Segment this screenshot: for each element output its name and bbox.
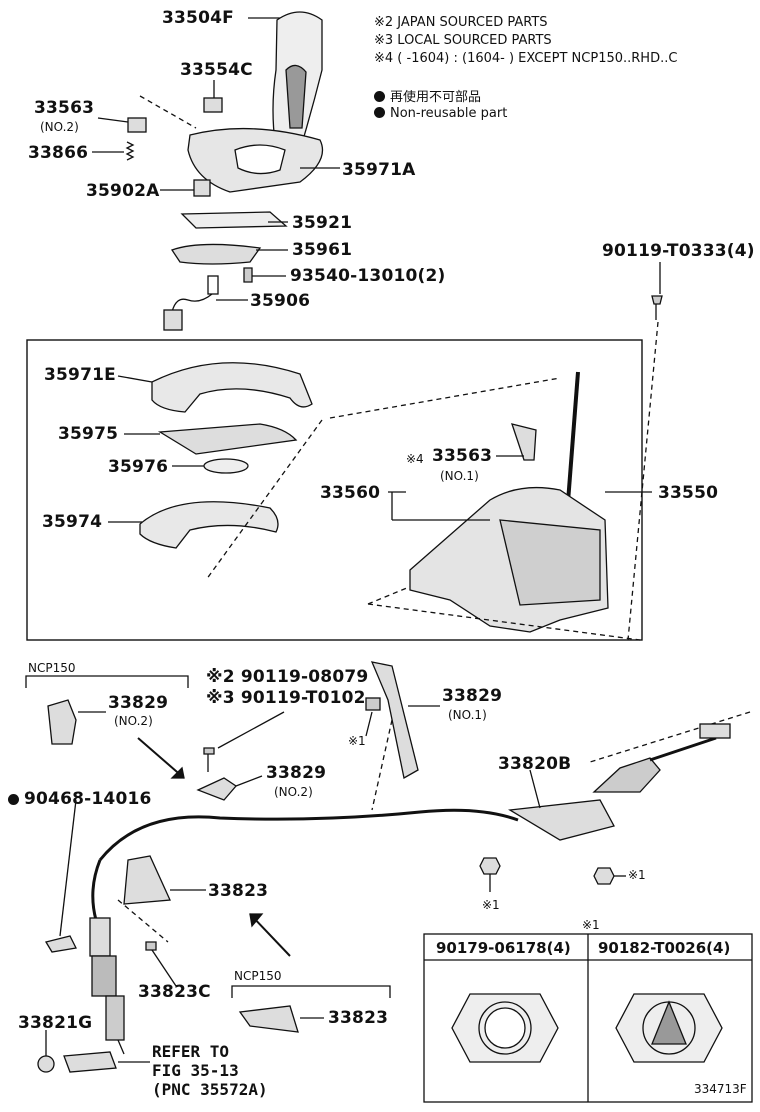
refer-line-2[interactable]: FIG 35-13 — [152, 1061, 239, 1080]
label-33563-no1-prefix: ※4 — [406, 452, 424, 466]
label-90468-14016[interactable]: 90468-14016 — [8, 789, 152, 809]
legend-japan-sourced: ※2 JAPAN SOURCED PARTS — [374, 15, 548, 30]
label-35961[interactable]: 35961 — [292, 240, 353, 260]
table-title: ※1 — [582, 918, 600, 932]
label-33550[interactable]: 33550 — [658, 483, 719, 503]
label-33554C[interactable]: 33554C — [180, 60, 253, 80]
legend-nonreusable-en: Non-reusable part — [374, 106, 507, 121]
legend-nonreusable-jp: 再使用不可部品 — [374, 86, 481, 105]
label-33829-b[interactable]: 33829 — [266, 763, 327, 783]
label-33823C[interactable]: 33823C — [138, 982, 211, 1002]
nonreusable-dot-icon — [8, 794, 19, 805]
table-col-90179-06178[interactable]: 90179-06178(4) — [436, 939, 571, 957]
label-35976[interactable]: 35976 — [108, 457, 169, 477]
legend-local-sourced: ※3 LOCAL SOURCED PARTS — [374, 33, 552, 48]
label-33829-b-sub: (NO.2) — [274, 785, 313, 799]
label-33563-no1[interactable]: 33563 — [432, 446, 493, 466]
label-35974[interactable]: 35974 — [42, 512, 103, 532]
label-90119-T0102[interactable]: ※3 90119-T0102 — [206, 688, 366, 708]
label-ncp150-a: NCP150 — [28, 661, 76, 675]
label-mark1-a: ※1 — [348, 734, 366, 748]
table-col-90182-T0026[interactable]: 90182-T0026(4) — [598, 939, 731, 957]
shift-cable — [98, 808, 519, 861]
label-mark1-c: ※1 — [628, 868, 646, 882]
label-33821G[interactable]: 33821G — [18, 1013, 93, 1033]
label-35902A[interactable]: 35902A — [86, 181, 160, 201]
label-33563-no2[interactable]: 33563 — [34, 98, 95, 118]
label-35975[interactable]: 35975 — [58, 424, 119, 444]
label-33560[interactable]: 33560 — [320, 483, 381, 503]
label-mark1-b: ※1 — [482, 898, 500, 912]
legend-date-range: ※4 ( -1604) : (1604- ) EXCEPT NCP150..RH… — [374, 51, 678, 66]
label-33829-a-sub: (NO.2) — [114, 714, 153, 728]
label-93540-13010[interactable]: 93540-13010(2) — [290, 266, 446, 286]
label-35971A[interactable]: 35971A — [342, 160, 416, 180]
label-33829-a[interactable]: 33829 — [108, 693, 169, 713]
assembly-box — [26, 339, 643, 641]
label-33866[interactable]: 33866 — [28, 143, 89, 163]
refer-line-1[interactable]: REFER TO — [152, 1042, 230, 1061]
refer-line-3[interactable]: (PNC 35572A) — [152, 1080, 268, 1099]
label-33829-c-sub: (NO.1) — [448, 708, 487, 722]
label-35921[interactable]: 35921 — [292, 213, 353, 233]
label-33820B[interactable]: 33820B — [498, 754, 572, 774]
label-33823-ncp150[interactable]: 33823 — [328, 1008, 389, 1028]
label-33823[interactable]: 33823 — [208, 881, 269, 901]
label-90119-08079[interactable]: ※2 90119-08079 — [206, 667, 369, 687]
nonreusable-dot-icon — [374, 91, 385, 102]
label-ncp150-b: NCP150 — [234, 969, 282, 983]
diagram-id: 334713F — [694, 1082, 747, 1096]
label-90119-T0333[interactable]: 90119-T0333(4) — [602, 241, 755, 261]
nonreusable-dot-icon — [374, 107, 385, 118]
label-35906[interactable]: 35906 — [250, 291, 311, 311]
label-33563-no2-sub: (NO.2) — [40, 120, 79, 134]
label-33829-c[interactable]: 33829 — [442, 686, 503, 706]
label-33504F[interactable]: 33504F — [162, 8, 234, 28]
clip-33554C — [203, 97, 223, 113]
label-33563-no1-sub: (NO.1) — [440, 469, 479, 483]
label-35971E[interactable]: 35971E — [44, 365, 116, 385]
